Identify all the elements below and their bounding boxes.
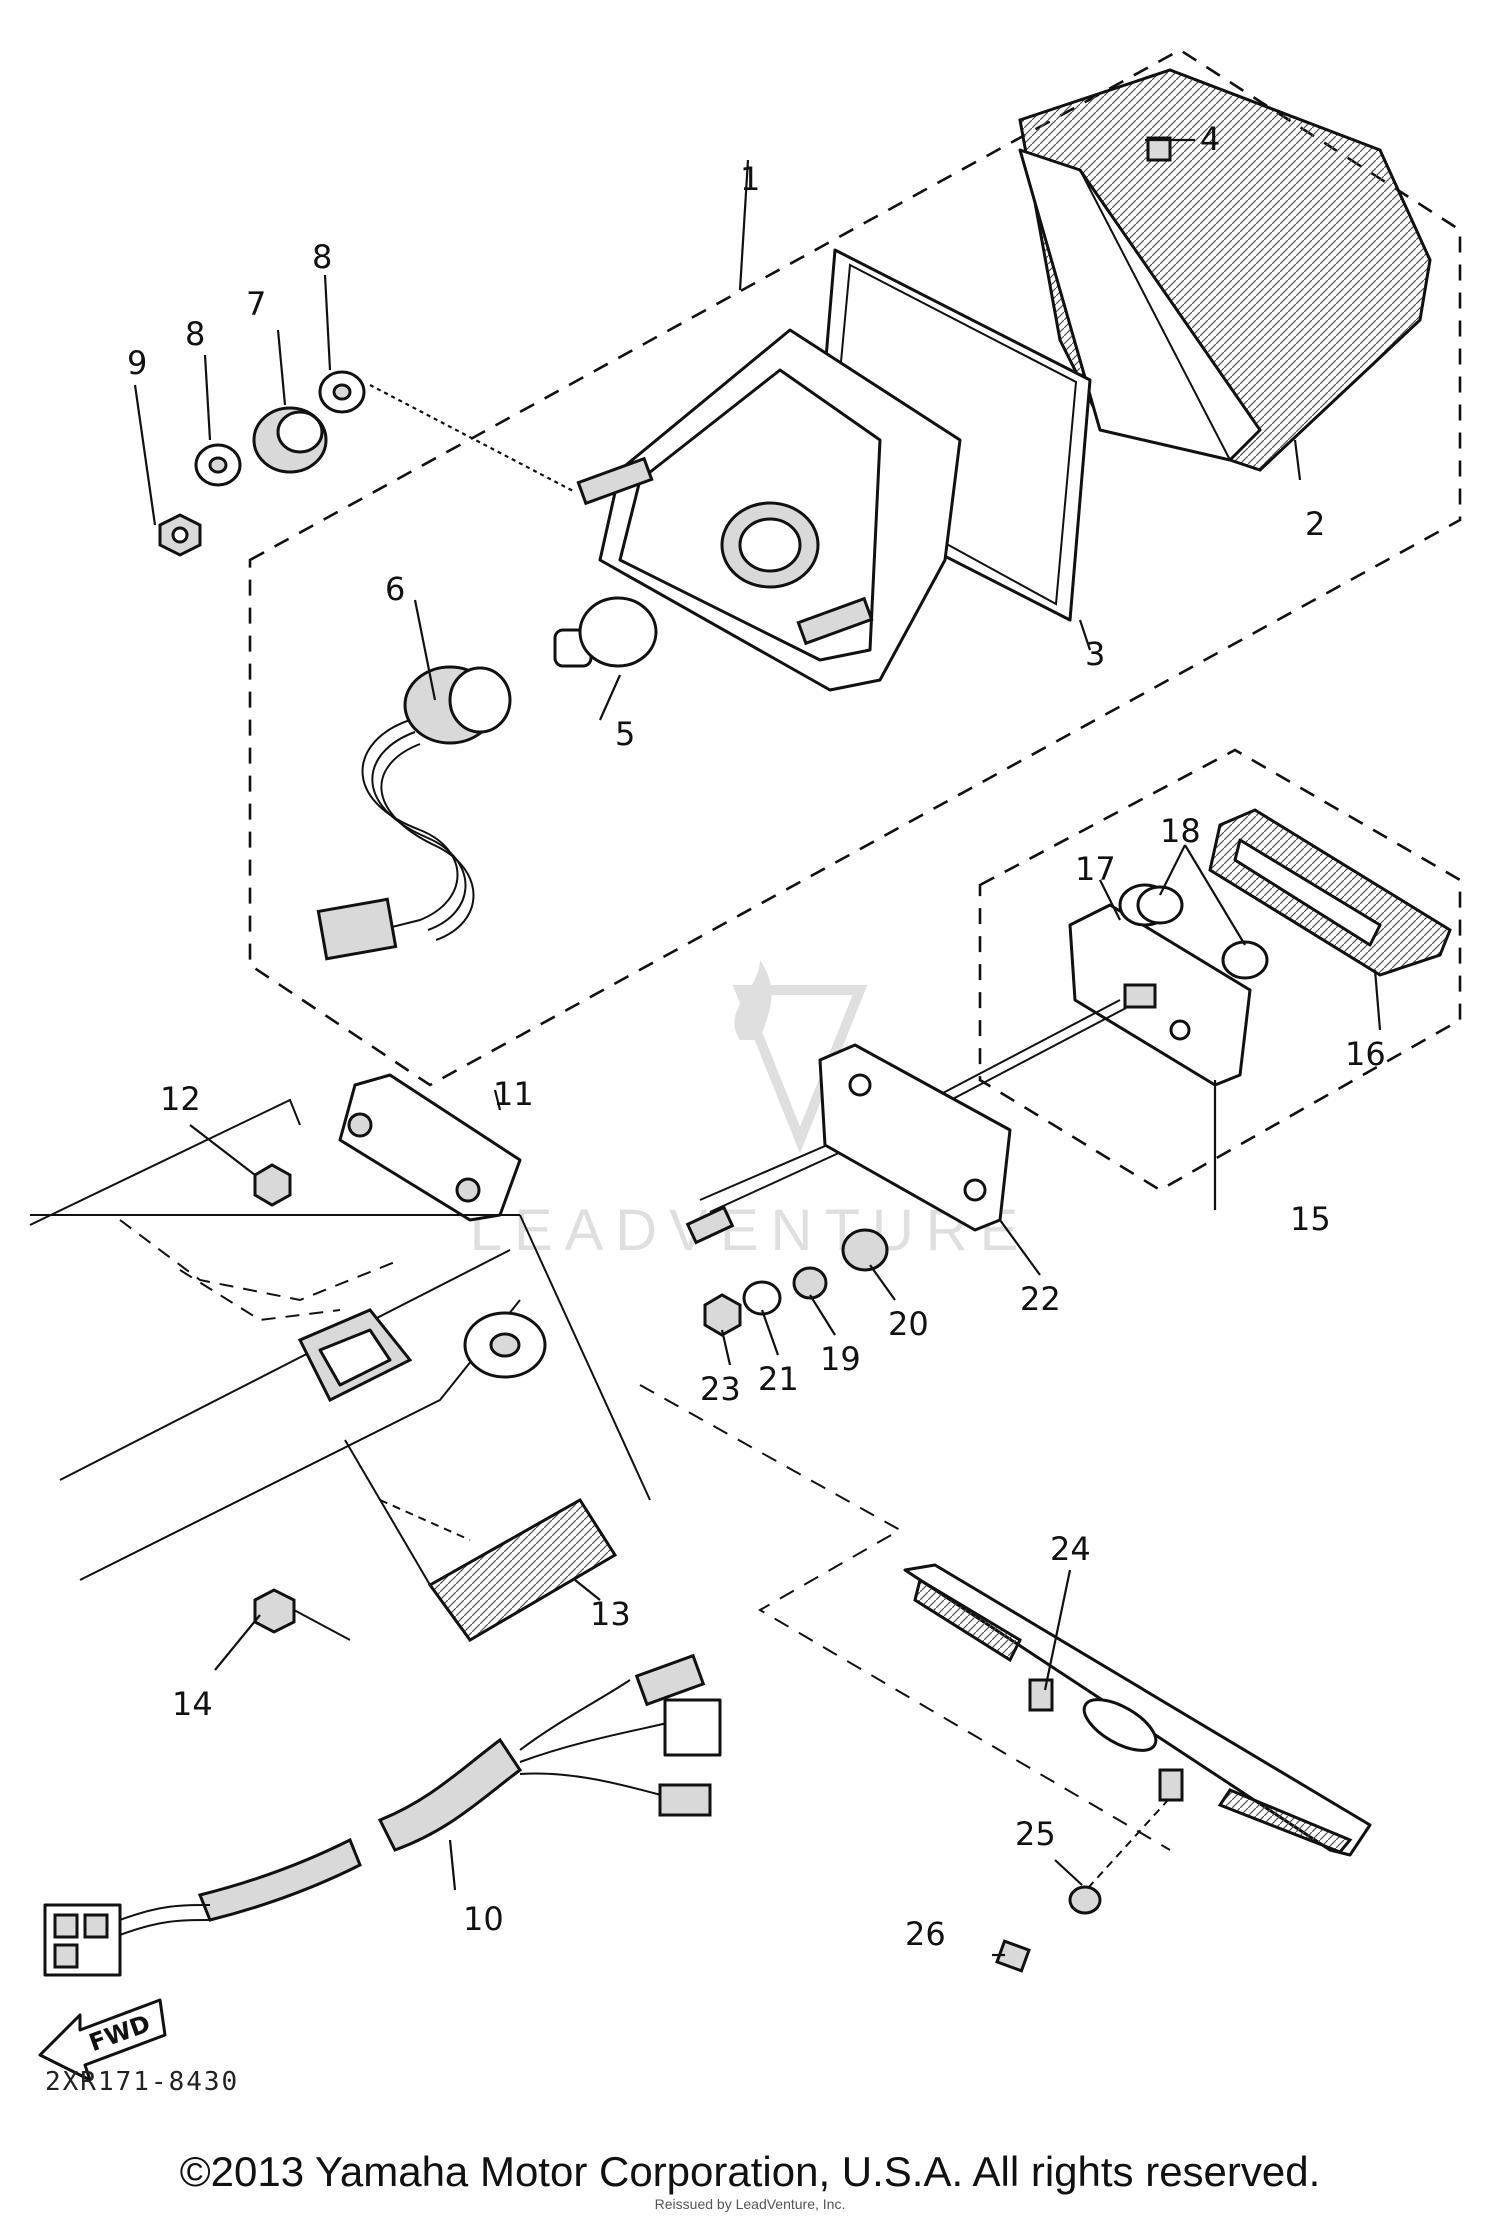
callout-5: 5 bbox=[615, 715, 635, 753]
wire-harness-10 bbox=[43, 1653, 722, 1977]
leader-lines bbox=[133, 138, 1382, 1957]
nut-9 bbox=[158, 513, 202, 557]
tail-light-housing bbox=[576, 328, 962, 692]
callout-25: 25 bbox=[1015, 1815, 1056, 1853]
callout-18: 18 bbox=[1160, 812, 1201, 850]
reflector-13 bbox=[344, 1439, 618, 1642]
callout-24: 24 bbox=[1050, 1530, 1091, 1568]
washer-8b bbox=[318, 370, 366, 414]
washer-8a bbox=[194, 443, 242, 487]
callout-8b: 8 bbox=[312, 238, 332, 276]
washer-21 bbox=[742, 1280, 782, 1316]
collar-19 bbox=[792, 1266, 828, 1300]
nut-25 bbox=[1068, 1799, 1169, 1915]
callout-10: 10 bbox=[463, 1900, 504, 1938]
callout-12: 12 bbox=[160, 1080, 201, 1118]
callout-20: 20 bbox=[888, 1305, 929, 1343]
license-plate-bracket-24 bbox=[903, 1563, 1372, 1857]
copyright-notice: ©2013 Yamaha Motor Corporation, U.S.A. A… bbox=[179, 2148, 1321, 2195]
callout-17: 17 bbox=[1075, 850, 1116, 888]
callout-21: 21 bbox=[758, 1360, 799, 1398]
callout-19: 19 bbox=[820, 1340, 861, 1378]
callout-4: 4 bbox=[1200, 120, 1220, 158]
nut-23 bbox=[703, 1293, 742, 1337]
bulb-18b bbox=[1221, 940, 1269, 980]
callout-22: 22 bbox=[1020, 1280, 1061, 1318]
callout-labels: 1 2 3 4 5 6 7 8 8 9 10 11 12 13 14 15 16… bbox=[127, 120, 1386, 1953]
callout-26: 26 bbox=[905, 1915, 946, 1953]
callout-8a: 8 bbox=[185, 315, 205, 353]
callout-9: 9 bbox=[127, 344, 147, 382]
callout-11: 11 bbox=[493, 1075, 534, 1113]
rear-fender-outline bbox=[29, 1098, 1171, 1851]
watermark-logo: LEADVENTURE bbox=[470, 960, 1031, 1263]
drawing-code: 2XR171-8430 bbox=[45, 2067, 239, 2097]
callout-15: 15 bbox=[1290, 1200, 1331, 1238]
bulb-socket-harness bbox=[316, 665, 512, 961]
nut-14 bbox=[253, 1588, 351, 1641]
watermark-text: LEADVENTURE bbox=[470, 1198, 1031, 1263]
callout-7: 7 bbox=[246, 285, 266, 323]
callout-2: 2 bbox=[1305, 505, 1325, 543]
callout-16: 16 bbox=[1345, 1035, 1386, 1073]
reissue-note: Reissued by LeadVenture, Inc. bbox=[654, 2196, 846, 2212]
nut-26 bbox=[995, 1939, 1031, 1973]
license-light-lens bbox=[1208, 808, 1452, 977]
callout-23: 23 bbox=[700, 1370, 741, 1408]
fwd-arrow-icon: FWD bbox=[38, 1998, 167, 2082]
tail-lens-cover bbox=[1018, 68, 1432, 472]
callout-1: 1 bbox=[740, 160, 760, 198]
bulb-5 bbox=[553, 596, 658, 668]
leader-bolt-line bbox=[369, 384, 576, 493]
callout-6: 6 bbox=[385, 570, 405, 608]
callout-3: 3 bbox=[1085, 635, 1105, 673]
callout-13: 13 bbox=[590, 1595, 631, 1633]
grommet-7 bbox=[252, 406, 328, 474]
callout-14: 14 bbox=[172, 1685, 213, 1723]
bulb-18a bbox=[1136, 885, 1184, 925]
assembly-15-outline bbox=[978, 748, 1462, 1192]
collar-20 bbox=[841, 1228, 889, 1272]
nut-12 bbox=[253, 1163, 292, 1207]
assembly-1-outline bbox=[248, 48, 1462, 1087]
